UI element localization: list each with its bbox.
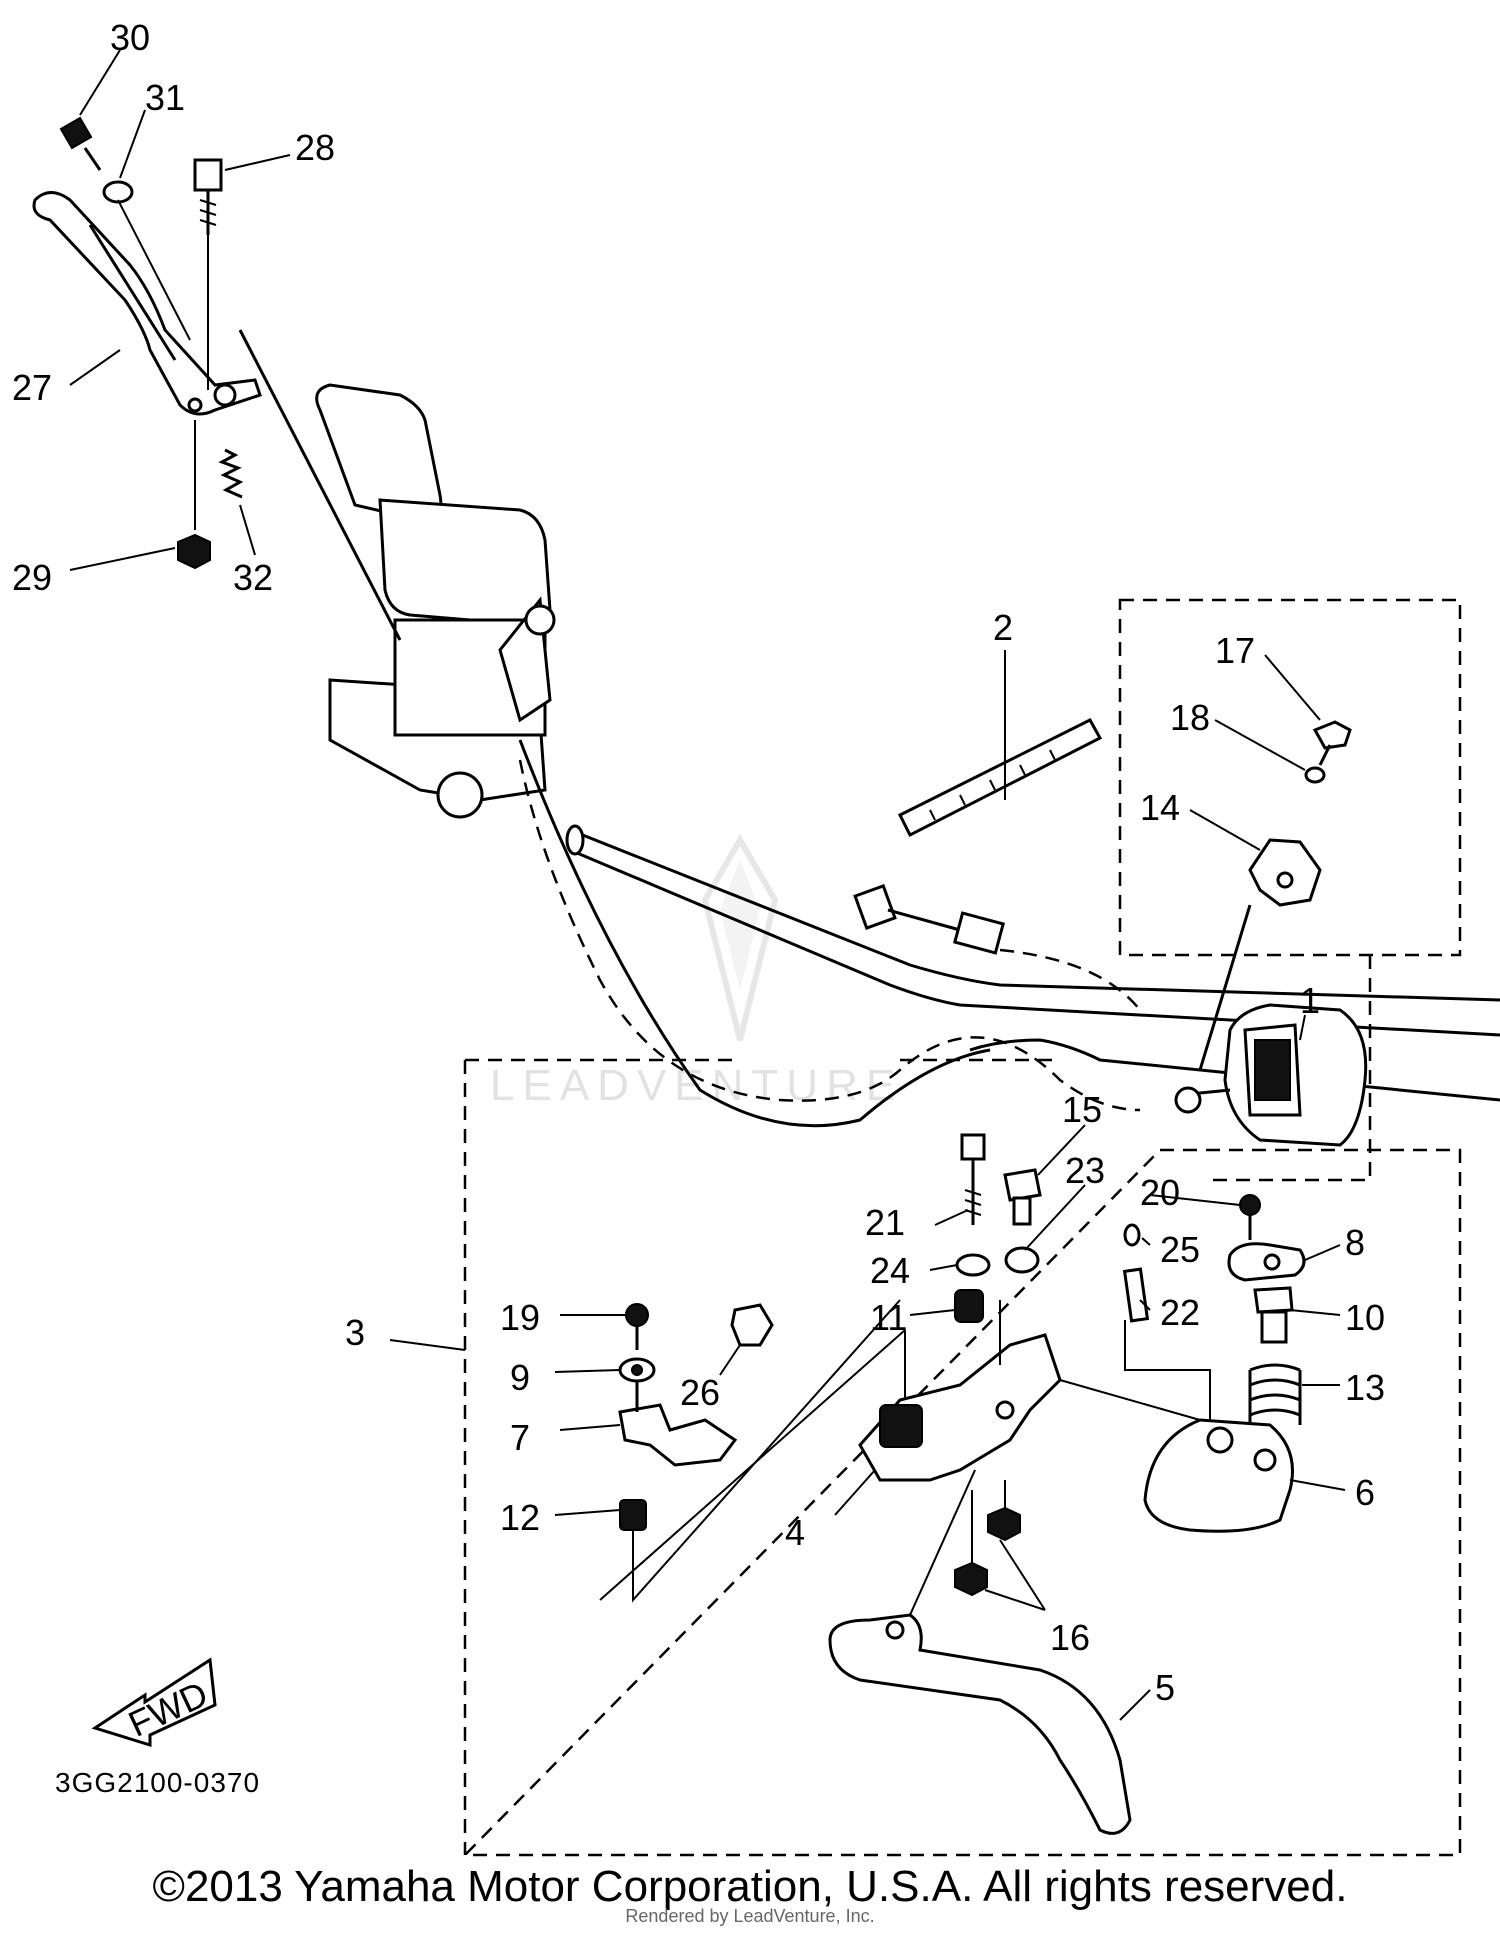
callout-24: 24	[870, 1250, 910, 1291]
handlebar	[518, 739, 1500, 1128]
callout-27: 27	[12, 367, 52, 408]
detail-box-1	[1210, 955, 1372, 1182]
detail-box-14	[1118, 598, 1462, 957]
watermark-text: LEADVENTURE	[490, 1061, 903, 1110]
callout-6: 6	[1355, 1472, 1375, 1513]
callout-30: 30	[110, 17, 150, 58]
callout-21: 21	[865, 1202, 905, 1243]
callout-18: 18	[1170, 697, 1210, 738]
callout-31: 31	[145, 77, 185, 118]
callout-10: 10	[1345, 1297, 1385, 1338]
callout-22: 22	[1160, 1292, 1200, 1333]
callout-29: 29	[12, 557, 52, 598]
part-code: 3GG2100-0370	[55, 1767, 260, 1798]
switch-assembly	[1174, 1003, 1368, 1147]
callout-32: 32	[233, 557, 273, 598]
copyright-notice: ©2013 Yamaha Motor Corporation, U.S.A. A…	[152, 1862, 1348, 1911]
fwd-arrow: FWD	[91, 1657, 217, 1748]
upper-lever-assembly	[32, 116, 262, 570]
callout-23: 23	[1065, 1150, 1105, 1191]
callout-8: 8	[1345, 1222, 1365, 1263]
callout-3: 3	[345, 1312, 365, 1353]
callout-13: 13	[1345, 1367, 1385, 1408]
callout-11: 11	[870, 1297, 907, 1338]
master-cylinder	[238, 329, 556, 819]
leader-lines	[69, 49, 1346, 1721]
detail-box-3	[462, 1058, 1462, 1857]
switch-clamp-parts	[1198, 720, 1352, 1071]
callout-15: 15	[1062, 1089, 1102, 1130]
callout-12: 12	[500, 1497, 540, 1538]
clamp-and-wire	[853, 718, 1141, 1011]
fwd-label: FWD	[122, 1673, 214, 1745]
callout-5: 5	[1155, 1667, 1175, 1708]
callout-1: 1	[1300, 980, 1320, 1021]
rendered-by-notice: Rendered by LeadVenture, Inc.	[625, 1906, 875, 1926]
callout-17: 17	[1215, 630, 1255, 671]
callout-19: 19	[500, 1297, 540, 1338]
callout-9: 9	[510, 1357, 530, 1398]
callout-7: 7	[510, 1417, 530, 1458]
callout-14: 14	[1140, 787, 1180, 828]
callout-20: 20	[1140, 1172, 1180, 1213]
callout-4: 4	[785, 1512, 805, 1553]
callout-25: 25	[1160, 1229, 1200, 1270]
lever-assembly-parts	[599, 1133, 1306, 1835]
watermark-logo	[701, 834, 779, 1041]
callout-28: 28	[295, 127, 335, 168]
callout-16: 16	[1050, 1617, 1090, 1658]
callout-26: 26	[680, 1372, 720, 1413]
callout-labels: 30 31 28 27 29 32 2 17 18 14 1 15 23 21 …	[12, 17, 1385, 1708]
callout-2: 2	[993, 607, 1013, 648]
